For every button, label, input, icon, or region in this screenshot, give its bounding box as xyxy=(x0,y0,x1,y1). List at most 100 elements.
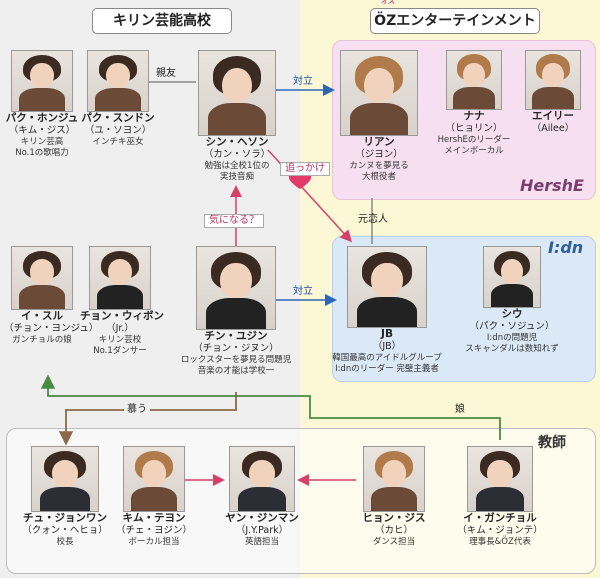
portrait-iseul xyxy=(11,246,73,310)
portrait-jinman xyxy=(229,446,295,512)
portrait-hyeson xyxy=(198,50,276,136)
name-siu: シウ xyxy=(501,308,523,320)
desc-gancheol-1: 理事長&ÖZ代表 xyxy=(469,537,531,547)
idn-label: I:dn xyxy=(548,238,584,257)
name-gancheol: イ・ガンチョル xyxy=(463,512,537,524)
actor-rian: （ジヨン） xyxy=(355,149,403,160)
person-jongwon: チュ・ジョンワン （クォン・ヘヒョ） 校長 xyxy=(16,446,114,548)
interest-label: 気になる？ xyxy=(204,214,264,228)
actor-jb: （JB） xyxy=(372,341,402,352)
actor-sundon: （ユ・ソヨン） xyxy=(84,125,152,136)
desc-rian-1: カンヌを夢見る xyxy=(349,161,409,171)
desc-rian-2: 大根役者 xyxy=(361,172,396,182)
person-hongju: パク・ホンジュ （キム・ジス） キリン芸高 No.1の歌唱力 xyxy=(4,50,80,159)
portrait-jisu xyxy=(363,446,425,512)
desc-yujin-2: 音楽の才能は学校一 xyxy=(197,366,275,376)
desc-teyon-1: ボーカル担当 xyxy=(128,537,180,547)
portrait-jongwon xyxy=(31,446,99,512)
longing-line xyxy=(58,392,237,446)
person-jinman: ヤン・ジンマン （J.Y.Park） 英語担当 xyxy=(216,446,308,548)
desc-hongju-2: No.1の歌唱力 xyxy=(15,148,69,158)
longing-label: 慕う xyxy=(124,404,150,416)
portrait-nana xyxy=(446,50,502,110)
desc-jisu-1: ダンス担当 xyxy=(372,537,416,547)
desc-nana-1: HershEのリーダー xyxy=(437,135,511,145)
portrait-jb xyxy=(347,246,427,328)
desc-sundon-1: インチキ巫女 xyxy=(92,137,144,147)
actor-siu: （パク・ソジュン） xyxy=(469,321,555,332)
person-rian: リアン （ジヨン） カンヌを夢見る 大根役者 xyxy=(336,50,422,183)
friend-label: 親友 xyxy=(156,68,176,79)
portrait-rian xyxy=(340,50,418,136)
actor-nana: （ヒョリン） xyxy=(445,123,503,134)
portrait-gancheol xyxy=(467,446,533,512)
name-jinman: ヤン・ジンマン xyxy=(225,512,299,524)
company-name: ÖZエンターテインメント xyxy=(374,13,536,29)
portrait-yujin xyxy=(196,246,276,330)
portrait-siu xyxy=(483,246,541,308)
name-iseul: イ・スル xyxy=(21,310,63,322)
name-jb: JB xyxy=(381,328,393,340)
portrait-teyon xyxy=(123,446,185,512)
portrait-sundon xyxy=(87,50,149,112)
heart-shape xyxy=(288,172,312,189)
actor-eily: （Ailee） xyxy=(531,123,575,134)
company-ruby: オズ xyxy=(381,0,395,5)
person-uibong: チョン・ウィボン （Jr.） キリン芸校 No.1ダンサー xyxy=(80,246,164,357)
person-teyon: キム・テヨン （チェ・ヨジン） ボーカル担当 xyxy=(116,446,192,548)
desc-hongju-1: キリン芸高 xyxy=(20,137,64,147)
daughter-line xyxy=(40,374,501,440)
desc-uibong-2: No.1ダンサー xyxy=(93,346,147,356)
actor-hyeson: （カン・ソラ） xyxy=(203,149,271,160)
desc-jb-2: I:dnのリーダー 完璧主義者 xyxy=(335,364,439,374)
desc-jongwon-1: 校長 xyxy=(56,537,74,547)
person-nana: ナナ （ヒョリン） HershEのリーダー メインボーカル xyxy=(432,50,516,157)
person-eily: エイリー （Ailee） xyxy=(516,50,590,135)
name-rian: リアン xyxy=(363,136,395,148)
name-jongwon: チュ・ジョンワン xyxy=(23,512,107,524)
desc-uibong-1: キリン芸校 xyxy=(98,335,142,345)
actor-jongwon: （クォン・ヘヒョ） xyxy=(22,525,108,536)
company-header: オズ ÖZエンターテインメント xyxy=(370,0,540,34)
desc-jinman-1: 英語担当 xyxy=(244,537,279,547)
name-nana: ナナ xyxy=(463,110,485,122)
chase-label: 追っかけ xyxy=(280,162,330,176)
person-gancheol: イ・ガンチョル （キム・ジョンテ） 理事長&ÖZ代表 xyxy=(452,446,548,548)
name-sundon: パク・スンドン xyxy=(81,112,155,124)
desc-nana-2: メインボーカル xyxy=(444,146,504,156)
desc-siu-2: スキャンダルは数知れず xyxy=(465,344,559,354)
person-siu: シウ （パク・ソジュン） I:dnの問題児 スキャンダルは数知れず xyxy=(450,246,574,355)
person-jisu: ヒョン・ジス （カヒ） ダンス担当 xyxy=(356,446,432,548)
name-uibong: チョン・ウィボン xyxy=(80,310,164,322)
rival-mid-label: 対立 xyxy=(293,286,313,297)
name-hongju: パク・ホンジュ xyxy=(5,112,79,124)
person-sundon: パク・スンドン （ユ・ソヨン） インチキ巫女 xyxy=(80,50,156,148)
rival-top-label: 対立 xyxy=(293,76,313,87)
teachers-label: 教師 xyxy=(538,435,566,451)
school-header: キリン芸能高校 xyxy=(92,8,232,34)
person-yujin: チン・ユジン （チョン・ジヌン） ロックスターを夢見る問題児 音楽の才能は学校一 xyxy=(176,246,296,377)
actor-gancheol: （キム・ジョンテ） xyxy=(457,525,543,536)
name-teyon: キム・テヨン xyxy=(122,512,186,524)
name-yujin: チン・ユジン xyxy=(204,330,268,342)
desc-hyeson-2: 実技音痴 xyxy=(219,172,254,182)
hershe-label: HershE xyxy=(520,176,584,195)
person-iseul: イ・スル （チョン・ヨンジュ） ガンチョルの娘 xyxy=(4,246,99,346)
desc-jb-1: 韓国最高のアイドルグループ xyxy=(332,353,442,363)
name-jisu: ヒョン・ジス xyxy=(362,512,426,524)
name-hyeson: シン・ヘソン xyxy=(205,136,269,148)
actor-teyon: （チェ・ヨジン） xyxy=(116,525,193,536)
actor-uibong: （Jr.） xyxy=(106,323,134,334)
desc-iseul-1: ガンチョルの娘 xyxy=(12,335,72,345)
actor-jinman: （J.Y.Park） xyxy=(235,525,289,536)
actor-hongju: （キム・ジス） xyxy=(8,125,76,136)
desc-siu-1: I:dnの問題児 xyxy=(486,333,538,343)
desc-hyeson-1: 勉強は全校1位の xyxy=(204,161,270,171)
person-jb: JB （JB） 韓国最高のアイドルグループ I:dnのリーダー 完璧主義者 xyxy=(326,246,448,375)
daughter-label: 娘 xyxy=(452,404,468,416)
portrait-hongju xyxy=(11,50,73,112)
actor-iseul: （チョン・ヨンジュ） xyxy=(4,323,99,334)
name-eily: エイリー xyxy=(532,110,574,122)
person-hyeson: シン・ヘソン （カン・ソラ） 勉強は全校1位の 実技音痴 xyxy=(190,50,284,183)
portrait-uibong xyxy=(89,246,151,310)
